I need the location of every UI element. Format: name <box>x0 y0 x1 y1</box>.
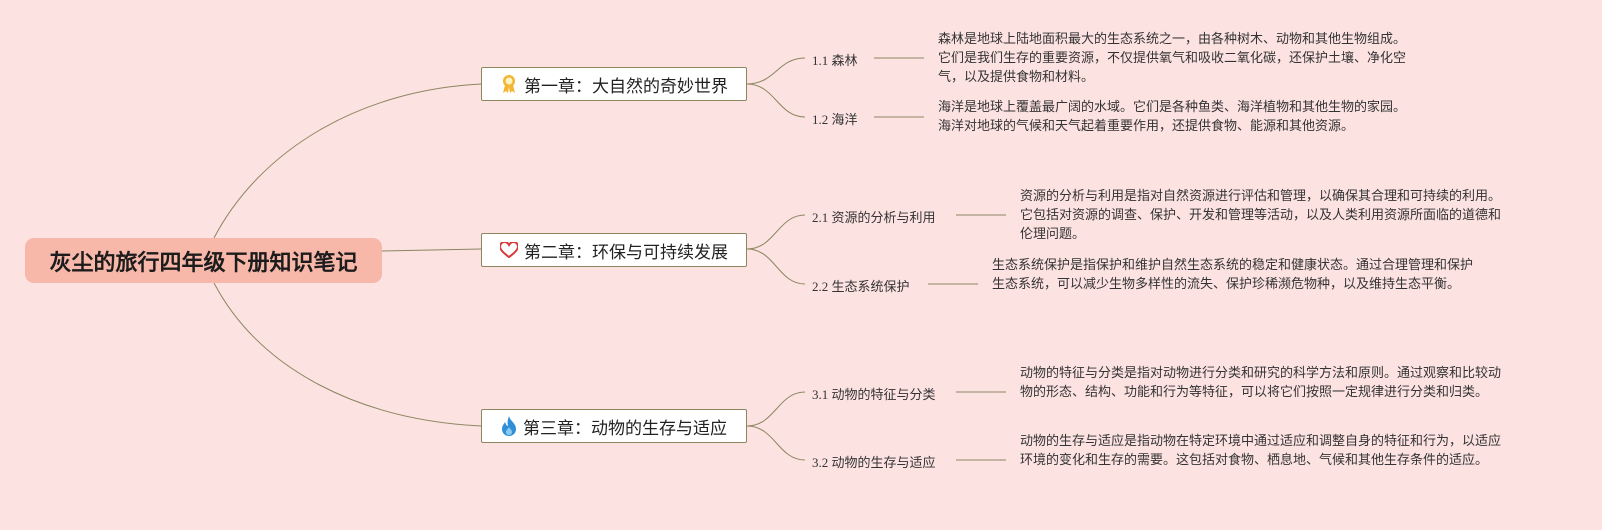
root-topic[interactable]: 灰尘的旅行四年级下册知识笔记 <box>25 238 382 283</box>
chapter-1-node[interactable]: 第一章：大自然的奇妙世界 <box>481 67 747 101</box>
chapter-2-node[interactable]: 第二章：环保与可持续发展 <box>481 233 747 267</box>
ch1-sub2-link <box>746 83 806 118</box>
root-chapter2-link <box>381 248 482 252</box>
subtopic-2-1-description: 资源的分析与利用是指对自然资源进行评估和管理，以确保其合理和可持续的利用。它包括… <box>1020 189 1502 242</box>
root-chapter1-link <box>213 83 482 239</box>
subtopic-2-2-description: 生态系统保护是指保护和维护自然生态系统的稳定和健康状态。通过合理管理和保护生态系… <box>992 258 1474 292</box>
subtopic-2-1[interactable]: 2.1 资源的分析与利用 <box>812 210 936 225</box>
heart-icon <box>500 242 518 258</box>
root-title: 灰尘的旅行四年级下册知识笔记 <box>49 250 358 276</box>
ch3-sub1-link <box>746 391 806 427</box>
chapter-3-label: 第三章：动物的生存与适应 <box>523 418 727 439</box>
subtopic-3-2-description: 动物的生存与适应是指动物在特定环境中通过适应和调整自身的特征和行为，以适应环境的… <box>1020 434 1502 468</box>
ch3-sub2-link <box>746 425 806 461</box>
chapter-1-label: 第一章：大自然的奇妙世界 <box>524 76 728 97</box>
ch2-sub2-link <box>746 248 806 285</box>
subtopic-3-2[interactable]: 3.2 动物的生存与适应 <box>812 455 936 470</box>
subtopic-1-1[interactable]: 1.1 森林 <box>812 53 858 68</box>
subtopic-1-2-description: 海洋是地球上覆盖最广阔的水域。它们是各种鱼类、海洋植物和其他生物的家园。海洋对地… <box>938 100 1407 134</box>
subtopic-3-1[interactable]: 3.1 动物的特征与分类 <box>812 387 936 402</box>
chapter-2-label: 第二章：环保与可持续发展 <box>524 242 728 263</box>
subtopic-1-1-description: 森林是地球上陆地面积最大的生态系统之一，由各种树木、动物和其他生物组成。它们是我… <box>938 32 1407 85</box>
ch1-sub1-link <box>746 57 806 85</box>
subtopic-1-2[interactable]: 1.2 海洋 <box>812 112 858 127</box>
award-ribbon-icon <box>500 74 518 94</box>
root-chapter3-link <box>213 282 482 427</box>
chapter-3-node[interactable]: 第三章：动物的生存与适应 <box>481 409 747 443</box>
flame-icon <box>501 416 517 436</box>
ch2-sub1-link <box>746 214 806 250</box>
subtopic-2-2[interactable]: 2.2 生态系统保护 <box>812 279 910 294</box>
subtopic-3-1-description: 动物的特征与分类是指对动物进行分类和研究的科学方法和原则。通过观察和比较动物的形… <box>1020 366 1502 400</box>
